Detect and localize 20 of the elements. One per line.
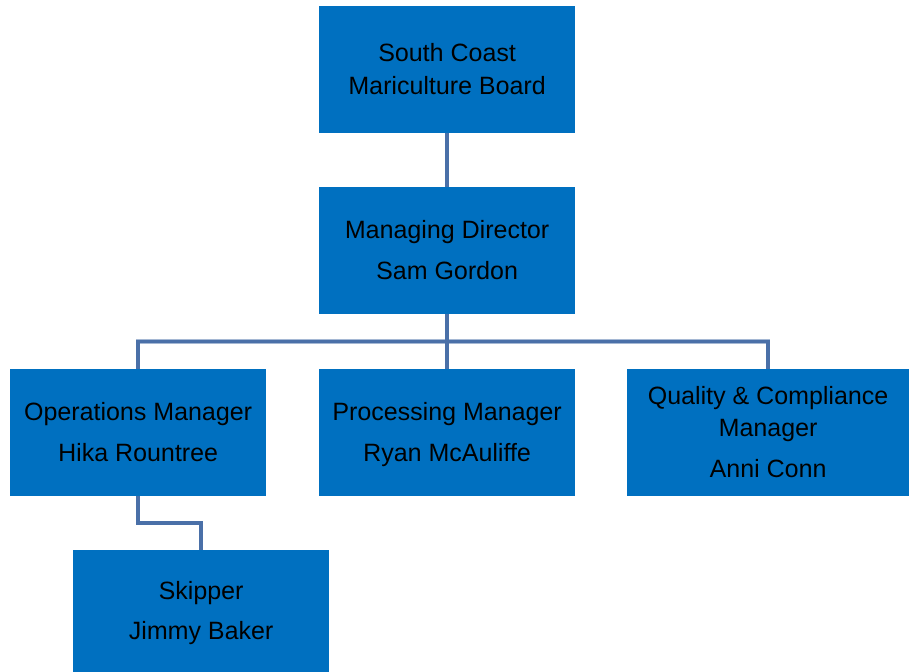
org-box xyxy=(10,369,266,496)
person-name: Hika Rountree xyxy=(58,438,218,468)
org-box xyxy=(319,369,575,496)
org-box xyxy=(627,369,909,496)
person-name: Ryan McAuliffe xyxy=(363,438,531,468)
role-title: Quality & Compliance Manager xyxy=(646,380,890,444)
role-title: Managing Director xyxy=(344,215,550,246)
role-title: Operations Manager xyxy=(24,397,252,428)
connector-line xyxy=(445,133,449,187)
org-box xyxy=(73,550,329,672)
connector-line xyxy=(136,496,203,550)
role-title: South Coast Mariculture Board xyxy=(347,38,547,102)
person-name: Anni Conn xyxy=(710,454,826,485)
role-title: Skipper xyxy=(158,576,244,606)
org-box xyxy=(319,6,575,133)
connector-line xyxy=(445,314,770,369)
person-name: Jimmy Baker xyxy=(128,616,274,647)
role-title: Processing Manager xyxy=(332,397,562,428)
org-box xyxy=(319,187,575,314)
person-name: Sam Gordon xyxy=(376,256,518,286)
